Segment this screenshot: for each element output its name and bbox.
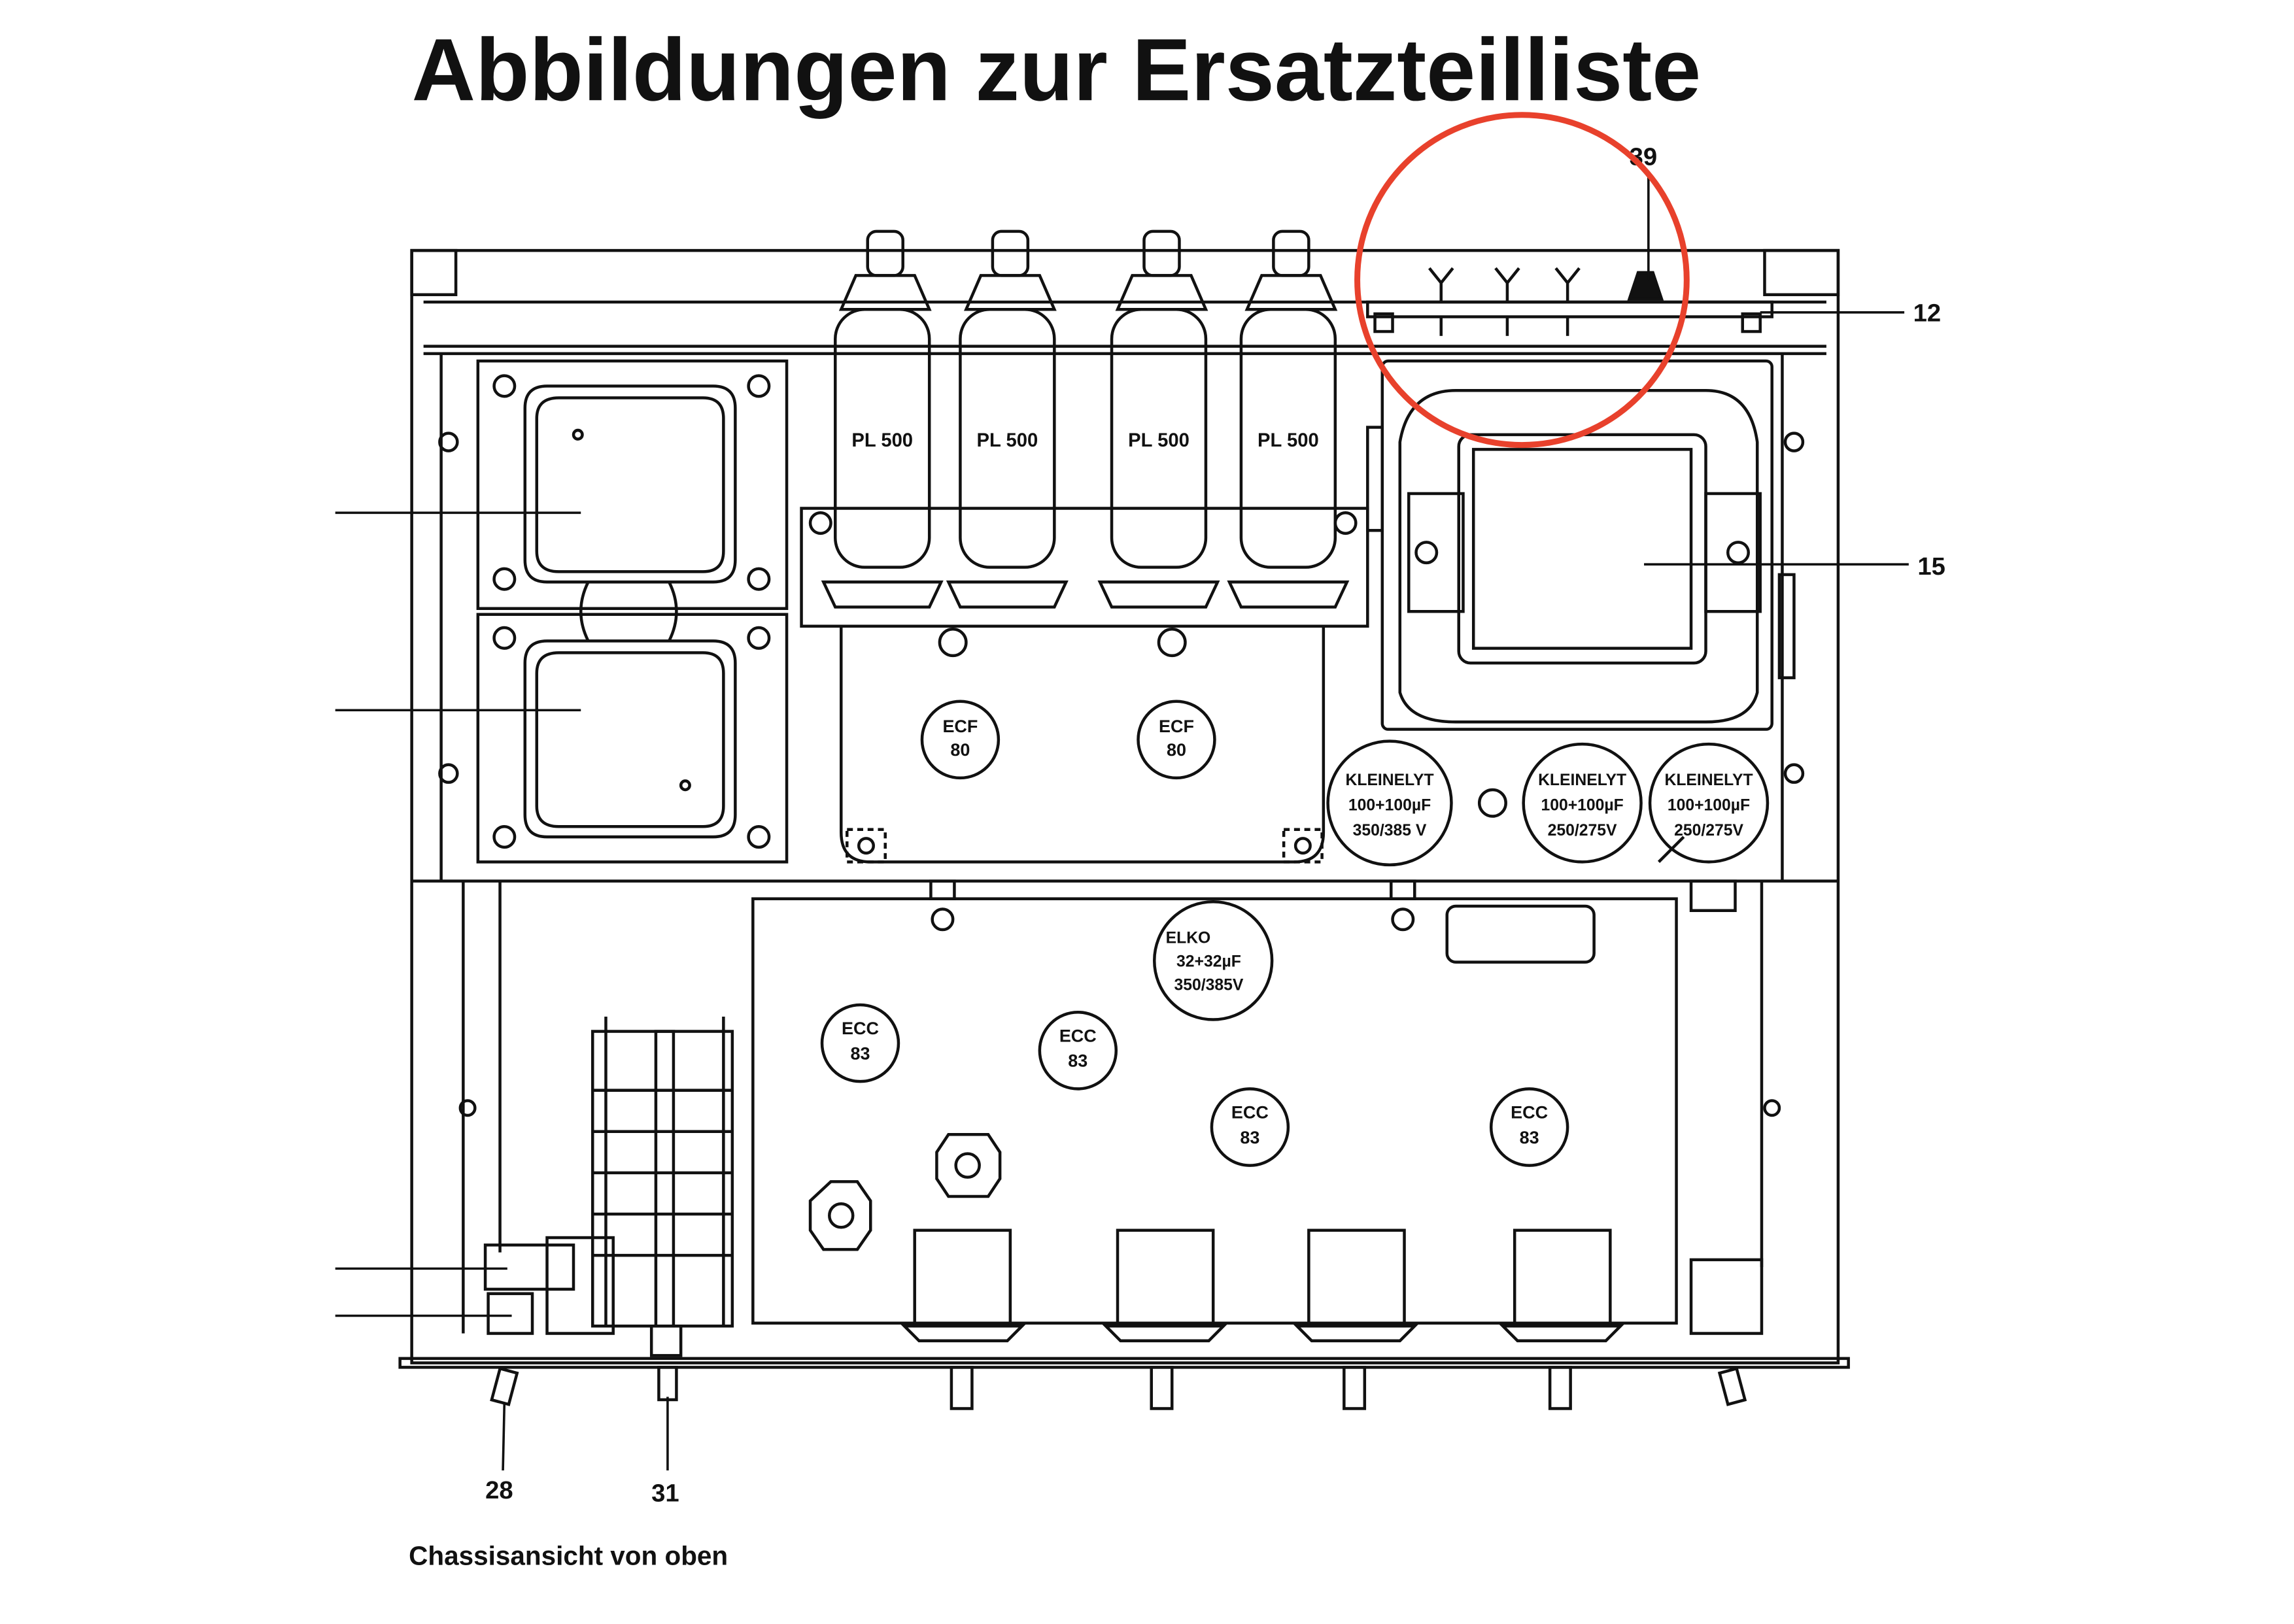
elko-line-3: 350/385V bbox=[1174, 976, 1244, 994]
switch-assembly-19-35 bbox=[483, 1236, 615, 1335]
callout-leaders bbox=[335, 173, 1909, 1471]
kleinelyt-2-line-3: 250/275V bbox=[1548, 822, 1617, 839]
kleinelyt-1-line-2: 100+100µF bbox=[1348, 796, 1431, 814]
ecf80-type-2: ECF bbox=[1159, 717, 1194, 736]
kleinelyt-3-line-1: KLEINELYT bbox=[1664, 771, 1753, 789]
chassis-frame bbox=[398, 248, 1850, 1369]
power-tube-bracket bbox=[800, 507, 1369, 864]
pl500-tube-2: PL 500 bbox=[946, 229, 1069, 609]
front-jacks bbox=[490, 1228, 1747, 1410]
callout-12: 12 bbox=[1913, 299, 1942, 327]
ecc83-number-3: 83 bbox=[1240, 1128, 1259, 1147]
ecc83-tube-3: ECC 83 bbox=[1210, 1087, 1290, 1167]
pl500-tube-1: PL 500 bbox=[821, 229, 944, 609]
page-title: Abbildungen zur Ersatzteilliste bbox=[412, 20, 1701, 119]
ecc83-type-4: ECC bbox=[1511, 1102, 1548, 1122]
pl500-tube-4: PL 500 bbox=[1227, 229, 1350, 609]
ecc83-number-1: 83 bbox=[850, 1043, 870, 1063]
output-transformer-16 bbox=[476, 359, 789, 611]
callout-28: 28 bbox=[485, 1476, 513, 1504]
pl500-label-2: PL 500 bbox=[977, 430, 1038, 451]
ecc83-type-1: ECC bbox=[842, 1019, 879, 1038]
kleinelyt-1-line-1: KLEINELYT bbox=[1345, 771, 1433, 789]
mains-transformer-15 bbox=[1366, 359, 1796, 731]
kleinelyt-2-line-1: KLEINELYT bbox=[1538, 771, 1626, 789]
ecf80-type-1: ECF bbox=[942, 717, 978, 736]
kleinelyt-3-line-2: 100+100µF bbox=[1668, 796, 1750, 814]
grommet bbox=[1477, 788, 1507, 818]
pl500-label-3: PL 500 bbox=[1128, 430, 1190, 451]
callout-31: 31 bbox=[651, 1479, 679, 1507]
ecf80-number-1: 80 bbox=[950, 740, 970, 760]
ecc83-number-2: 83 bbox=[1068, 1051, 1087, 1071]
figure-caption: Chassisansicht von oben bbox=[409, 1540, 728, 1570]
kleinelyt-1-line-3: 350/385 V bbox=[1353, 822, 1427, 839]
output-transformer-17 bbox=[476, 581, 789, 864]
ecf80-number-2: 80 bbox=[1167, 740, 1186, 760]
callout-15: 15 bbox=[1917, 552, 1945, 581]
ecc83-number-4: 83 bbox=[1520, 1128, 1539, 1147]
elko-capacitor: ELKO 32+32µF 350/385V bbox=[1152, 900, 1274, 1021]
ecc83-type-3: ECC bbox=[1231, 1102, 1269, 1122]
left-crop-mask bbox=[0, 442, 305, 1400]
kleinelyt-3-line-3: 250/275V bbox=[1674, 822, 1743, 839]
ecc83-tube-1: ECC 83 bbox=[820, 1003, 900, 1083]
kleinelyt-capacitor-1: KLEINELYT 100+100µF 350/385 V bbox=[1326, 739, 1453, 867]
pl500-label-4: PL 500 bbox=[1258, 430, 1319, 451]
ecf80-tube-1: ECF 80 bbox=[920, 700, 1001, 780]
pl500-tube-3: PL 500 bbox=[1097, 229, 1220, 609]
elko-line-1: ELKO bbox=[1166, 929, 1211, 947]
kleinelyt-capacitor-3: KLEINELYT 100+100µF 250/275V bbox=[1648, 742, 1770, 864]
elko-line-2: 32+32µF bbox=[1176, 953, 1241, 970]
pl500-label-1: PL 500 bbox=[851, 430, 913, 451]
selector-switch-stack bbox=[591, 1017, 734, 1357]
ecc83-tube-2: ECC 83 bbox=[1038, 1010, 1118, 1091]
highlight-circle bbox=[1354, 112, 1690, 448]
ecf80-tube-2: ECF 80 bbox=[1137, 700, 1216, 780]
kleinelyt-2-line-2: 100+100µF bbox=[1541, 796, 1623, 814]
ecc83-tube-4: ECC 83 bbox=[1489, 1087, 1569, 1167]
ecc83-type-2: ECC bbox=[1059, 1026, 1097, 1045]
terminal-strip-12 bbox=[1366, 267, 1773, 336]
kleinelyt-capacitor-2: KLEINELYT 100+100µF 250/275V bbox=[1522, 742, 1643, 864]
